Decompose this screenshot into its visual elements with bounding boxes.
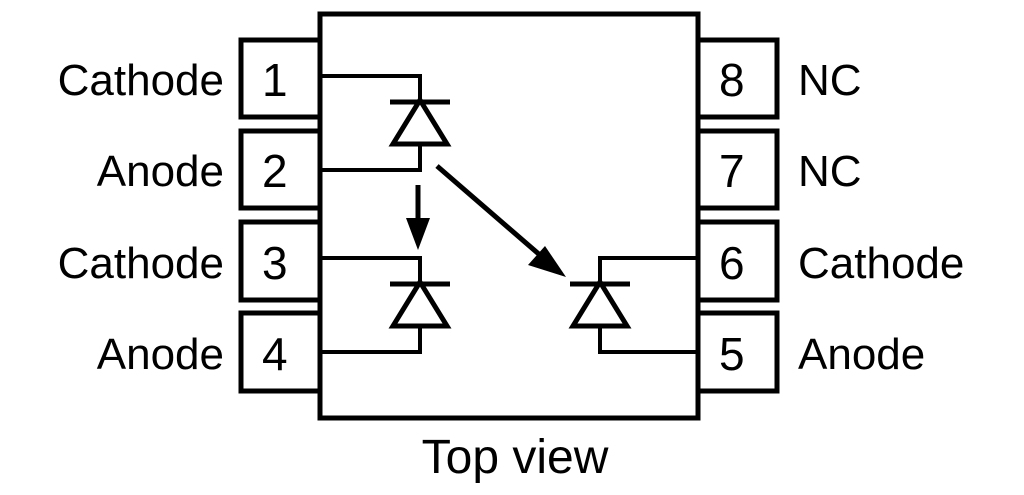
diode-3-symbol — [568, 277, 632, 329]
wire-pin1-to-diode1-cathode — [318, 74, 422, 104]
diode-1-triangle — [388, 95, 452, 147]
pin-box-3 — [238, 219, 323, 303]
pin-number-5: 5 — [719, 328, 745, 380]
pin-box-7 — [695, 128, 780, 211]
pin-label-2: Anode — [97, 147, 224, 196]
diode-2-symbol — [388, 277, 452, 329]
pin-label-1: Cathode — [58, 56, 224, 105]
pin-label-5: Anode — [798, 330, 925, 379]
diagonal-arrow-icon — [435, 164, 566, 277]
pin-label-6: Cathode — [798, 239, 964, 288]
pin-number-7: 7 — [719, 145, 745, 197]
vertical-arrow-head — [406, 218, 430, 250]
pin-box-8 — [695, 37, 780, 120]
wire-pin2-to-diode1-anode — [318, 142, 422, 172]
wire-pin4-to-diode2-anode — [318, 324, 422, 354]
wire-pin3-to-diode2-cathode — [318, 256, 422, 286]
diode-2-triangle — [388, 277, 452, 329]
diode-1-symbol — [388, 95, 452, 147]
pin-number-2: 2 — [262, 145, 288, 197]
pin-label-7: NC — [798, 147, 862, 196]
pin-label-3: Cathode — [58, 239, 224, 288]
pin-box-2 — [238, 128, 323, 211]
pin-box-6 — [695, 219, 780, 303]
pin-number-1: 1 — [262, 54, 288, 106]
pin-number-8: 8 — [719, 54, 745, 106]
wire-pin5-to-diode3-anode — [598, 324, 700, 354]
pin-label-4: Anode — [97, 330, 224, 379]
pin-box-1 — [238, 37, 323, 120]
diagram-caption: Top view — [422, 431, 609, 484]
pin-number-6: 6 — [719, 237, 745, 289]
pin-box-4 — [238, 310, 323, 394]
pin-number-4: 4 — [262, 328, 288, 380]
pin-number-3: 3 — [262, 237, 288, 289]
vertical-arrow-icon — [406, 185, 430, 250]
diagonal-arrow-shaft — [435, 164, 550, 264]
diode-3-triangle — [568, 277, 632, 329]
wire-pin6-to-diode3-cathode — [598, 256, 700, 286]
pin-label-8: NC — [798, 56, 862, 105]
diagonal-arrow-head — [528, 246, 566, 277]
